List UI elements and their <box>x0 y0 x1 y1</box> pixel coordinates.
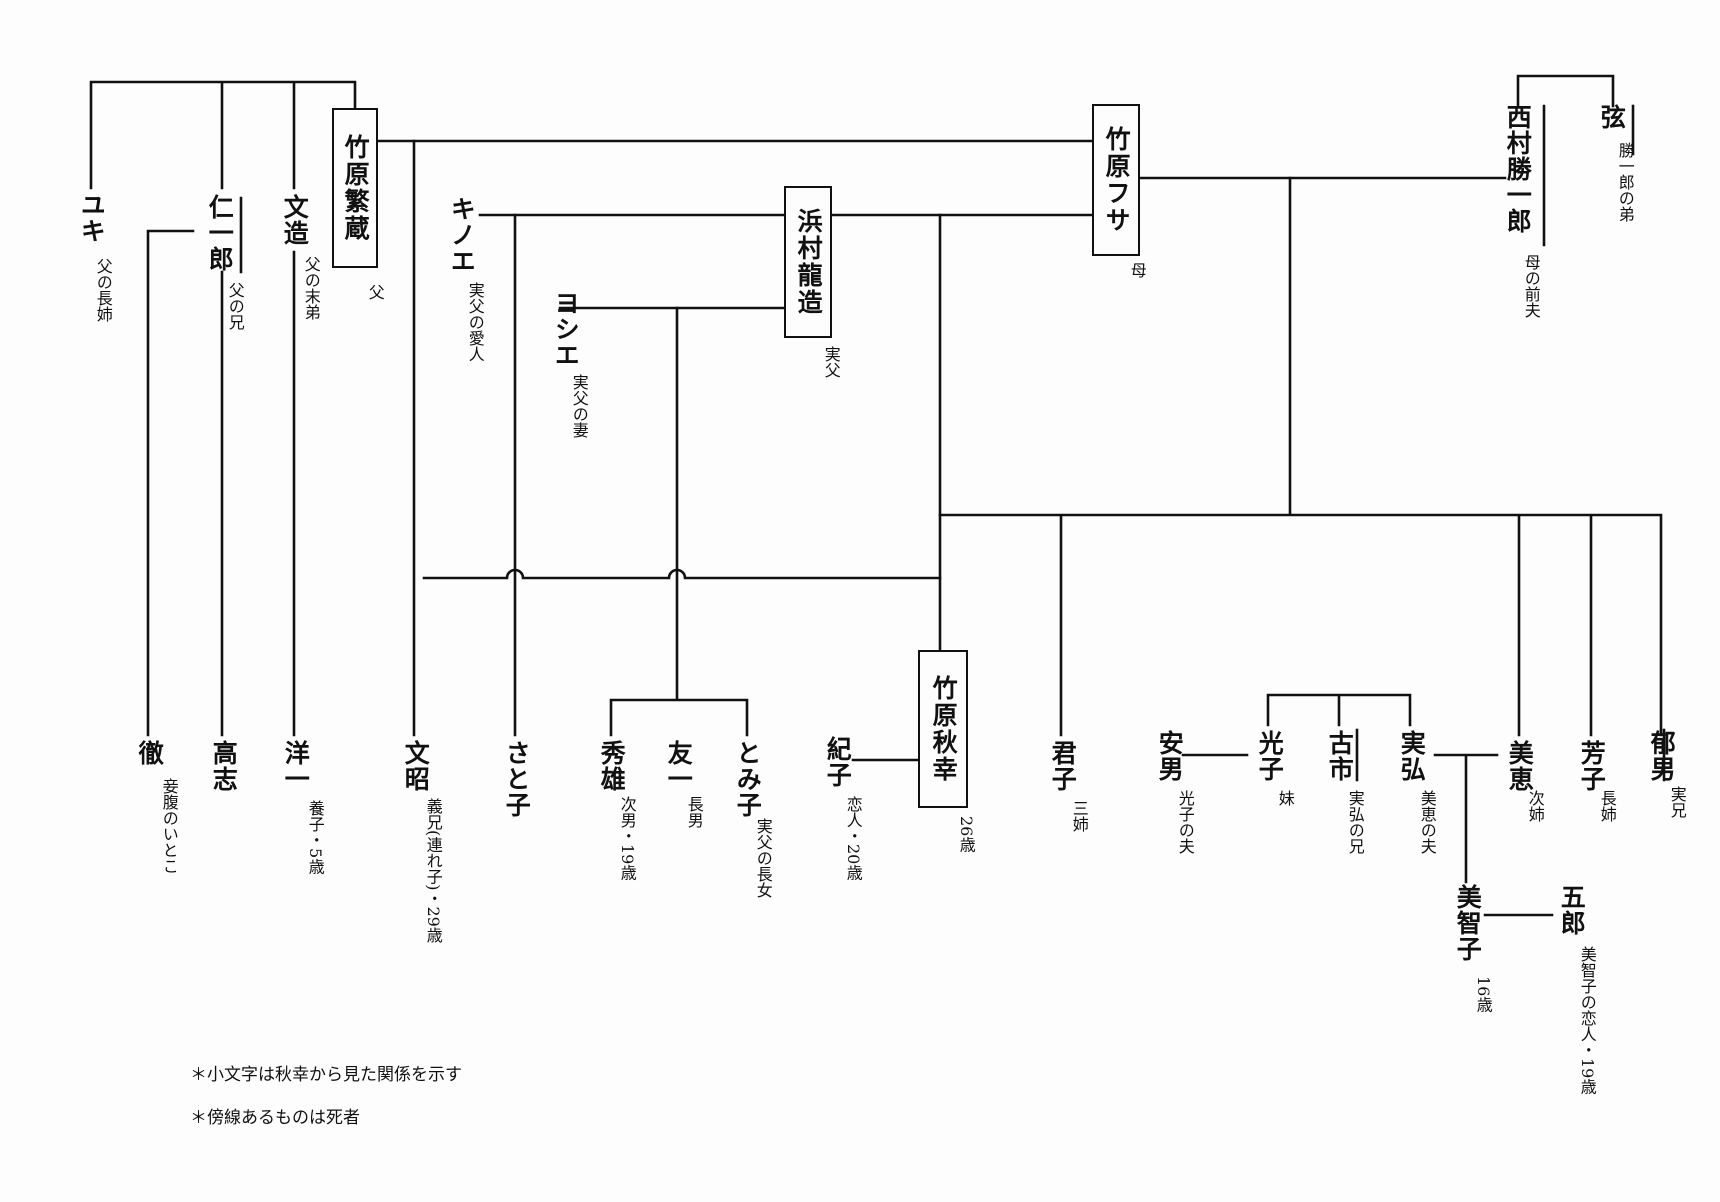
rel-jinichiro: 父の兄 <box>225 282 245 330</box>
rel-goro: 美智子の恋人・19歳 <box>1577 946 1597 1095</box>
name-satoko: さと子 <box>502 740 532 818</box>
name-shigezo: 竹原繁蔵 <box>341 134 371 242</box>
rel-nishimura: 母の前夫 <box>1521 254 1541 318</box>
rel-yuki: 父の長姉 <box>93 258 113 322</box>
name-akiyuki: 竹原秋幸 <box>929 675 959 783</box>
line-sanehiro-mie <box>1433 753 1499 884</box>
rel-yasuo: 光子の夫 <box>1175 790 1195 854</box>
box-shigezo: 竹原繁蔵 <box>332 108 378 268</box>
name-nishimura: 西村勝一郎 <box>1503 104 1533 234</box>
name-jinichiro: 仁一郎 <box>205 194 235 272</box>
rel-kinoe: 実父の愛人 <box>465 282 485 362</box>
name-michiko: 美智子 <box>1453 884 1483 962</box>
rel-noriko: 恋人・20歳 <box>843 796 863 881</box>
line-yoshie-children <box>609 306 749 737</box>
name-yoshiko: 芳子 <box>1577 740 1607 792</box>
sibling-bar-mitsuko <box>1266 693 1412 727</box>
name-fusa: 竹原フサ <box>1102 126 1132 234</box>
name-furuichi: 古市 <box>1325 730 1355 782</box>
name-mitsuko: 光子 <box>1255 730 1285 782</box>
name-takashi: 高志 <box>209 740 239 792</box>
rel-yoshiko: 長姉 <box>1597 790 1617 822</box>
rel-fumiaki: 義兄(連れ子)・29歳 <box>423 798 443 943</box>
name-ikuo: 郁男 <box>1647 730 1677 782</box>
rel-hideo: 次男・19歳 <box>617 796 637 881</box>
rel-tomokazu: 長男 <box>684 796 704 828</box>
rel-bunzo: 父の末弟 <box>301 256 321 320</box>
rel-mitsuko: 妹 <box>1275 790 1295 806</box>
line-yuki-toru <box>146 229 195 737</box>
name-tomiko: とみ子 <box>733 740 763 818</box>
name-yoshie: ヨシエ <box>551 290 581 368</box>
box-fusa: 竹原フサ <box>1092 104 1140 256</box>
name-yasuo: 安男 <box>1155 730 1185 782</box>
rel-akiyuki: 26歳 <box>956 816 976 853</box>
name-kimiko: 君子 <box>1048 740 1078 792</box>
box-akiyuki: 竹原秋幸 <box>918 650 968 808</box>
rel-toru: 妾腹のいとこ <box>159 778 179 874</box>
sibling-bracket-nishimura-gen <box>1516 74 1615 108</box>
name-ryuzo: 浜村龍造 <box>794 208 824 316</box>
name-mie: 美恵 <box>1505 740 1535 792</box>
rel-michiko: 16歳 <box>1473 976 1493 1013</box>
name-noriko: 紀子 <box>823 736 853 788</box>
rel-tomiko: 実父の長女 <box>753 818 773 898</box>
sibling-bar-takehara <box>89 80 357 190</box>
rel-furuichi: 実弘の兄 <box>1345 790 1365 854</box>
rel-fusa: 母 <box>1127 262 1147 278</box>
children-bar-fusa <box>938 176 1663 737</box>
rel-yoshie: 実父の妻 <box>569 374 589 438</box>
rel-sanehiro: 美恵の夫 <box>1417 790 1437 854</box>
name-bunzo: 文造 <box>280 194 310 246</box>
name-toru: 徹 <box>135 740 165 766</box>
name-fumiaki: 文昭 <box>401 740 431 792</box>
note-sideline: ＊傍線あるものは死者 <box>190 1108 360 1128</box>
box-ryuzo: 浜村龍造 <box>784 186 832 338</box>
step-family-bar <box>422 568 942 580</box>
name-tomokazu: 友一 <box>664 740 694 792</box>
rel-ryuzo: 実父 <box>821 346 841 378</box>
rel-mie: 次姉 <box>1525 790 1545 822</box>
rel-ikuo: 実兄 <box>1667 786 1687 818</box>
name-kinoe: キノエ <box>447 196 477 274</box>
rel-shigezo: 父 <box>365 284 385 300</box>
rel-yoichi: 養子・5歳 <box>305 800 325 875</box>
rel-gen: 勝一郎の弟 <box>1615 142 1635 222</box>
name-yoichi: 洋一 <box>281 740 311 792</box>
name-yuki: ユキ <box>77 192 107 244</box>
name-sanehiro: 実弘 <box>1397 730 1427 782</box>
name-gen: 弦 <box>1597 104 1627 130</box>
rel-kimiko: 三姉 <box>1069 800 1089 832</box>
note-lowercase: ＊小文字は秋幸から見た関係を示す <box>190 1065 462 1085</box>
name-goro: 五郎 <box>1557 884 1587 936</box>
name-hideo: 秀雄 <box>597 740 627 792</box>
